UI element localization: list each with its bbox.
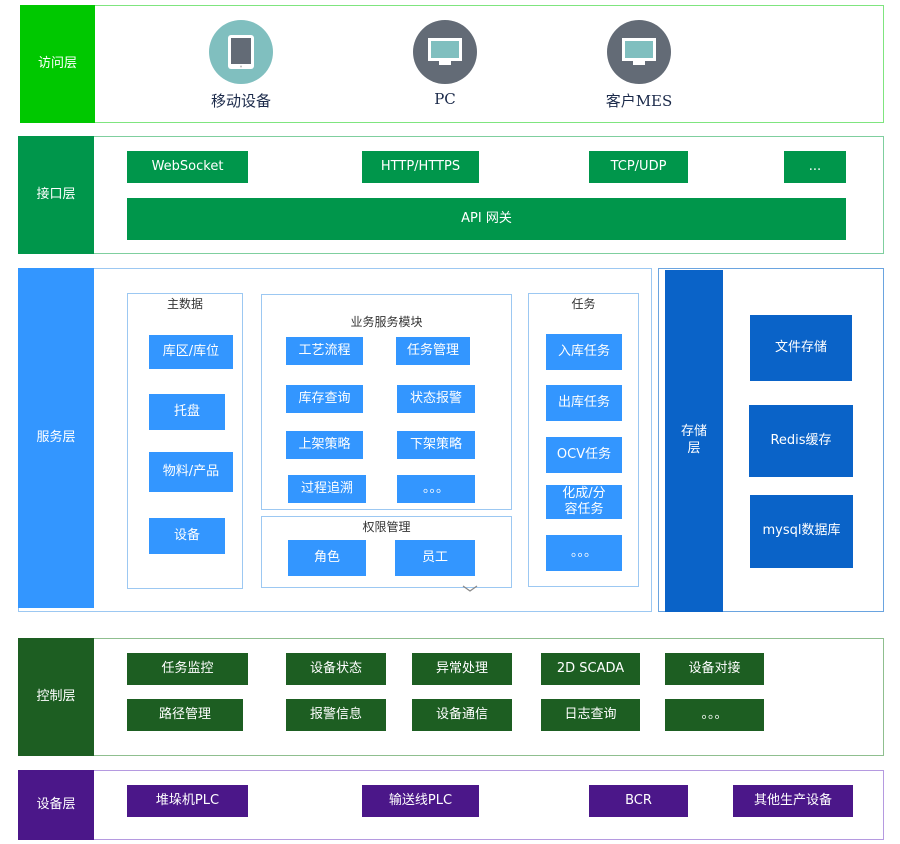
business-services-title: 业务服务模块 [350,315,423,329]
monitor-icon [607,20,671,84]
business-item: 过程追溯 [288,475,366,503]
interface-layer-label: 接口层 [18,136,94,254]
control-item: 报警信息 [286,699,386,731]
tablet-icon [209,20,273,84]
device-pc: PC [385,20,505,108]
api-gateway: API 网关 [127,198,846,240]
device-name: 移动设备 [210,92,271,110]
chevron-down-icon [462,585,478,592]
control-item: 路径管理 [127,699,243,731]
storage-layer: 存储 层 文件存储 Redis缓存 mysql数据库 [658,268,884,612]
storage-item: mysql数据库 [750,495,853,568]
tasks-group: 任务 入库任务 出库任务 OCV任务 化成/分 容任务 。。。 [528,293,639,587]
master-data-item: 库区/库位 [149,335,233,369]
interface-layer: 接口层 WebSocket HTTP/HTTPS TCP/UDP ... API… [18,136,884,254]
storage-layer-label: 存储 层 [665,270,723,612]
task-item: 入库任务 [546,334,622,370]
permission-title: 权限管理 [362,520,411,534]
task-item: 出库任务 [546,385,622,421]
device-layer-label: 设备层 [18,770,94,840]
business-item: 状态报警 [397,385,475,413]
device-layer: 设备层 堆垛机PLC 输送线PLC BCR 其他生产设备 [18,770,884,840]
storage-item: Redis缓存 [749,405,853,477]
business-item: 任务管理 [396,337,470,365]
control-item: 设备通信 [412,699,512,731]
master-data-item: 托盘 [149,394,225,430]
tasks-title: 任务 [571,297,596,311]
protocol-more: ... [784,151,846,183]
control-layer: 控制层 任务监控 设备状态 异常处理 2D SCADA 设备对接 路径管理 报警… [18,638,884,756]
master-data-item: 设备 [149,518,225,554]
control-item: 设备状态 [286,653,386,685]
service-layer-label: 服务层 [18,268,94,608]
control-item: 任务监控 [127,653,248,685]
storage-item: 文件存储 [750,315,852,381]
protocol-websocket: WebSocket [127,151,248,183]
device-name: 客户MES [605,92,673,110]
control-item: 异常处理 [412,653,512,685]
business-services-group: 业务服务模块 工艺流程 任务管理 库存查询 状态报警 上架策略 下架策略 过程追… [261,294,512,510]
task-item: OCV任务 [546,437,622,473]
service-layer: 服务层 主数据 库区/库位 托盘 物料/产品 设备 业务服务模块 工艺流程 任务… [18,268,652,612]
device-mobile: 移动设备 [181,20,301,111]
task-item-more: 。。。 [546,535,622,571]
protocol-http-https: HTTP/HTTPS [362,151,479,183]
control-layer-label: 控制层 [18,638,94,756]
control-item: 2D SCADA [541,653,640,685]
master-data-item: 物料/产品 [149,452,233,492]
business-item: 工艺流程 [286,337,363,365]
control-item: 日志查询 [541,699,640,731]
task-item: 化成/分 容任务 [546,485,622,519]
device-customer-mes: 客户MES [579,20,699,111]
permission-item: 角色 [288,540,366,576]
master-data-group: 主数据 库区/库位 托盘 物料/产品 设备 [127,293,243,589]
permission-group: 权限管理 角色 员工 [261,516,512,588]
control-item: 设备对接 [665,653,764,685]
business-item-more: 。。。 [397,475,475,503]
monitor-icon [413,20,477,84]
access-layer: 访问层 移动设备 PC 客户MES [20,5,884,123]
control-item-more: 。。。 [665,699,764,731]
device-item: 堆垛机PLC [127,785,248,817]
device-item: 输送线PLC [362,785,479,817]
master-data-title: 主数据 [166,297,203,311]
access-layer-label: 访问层 [20,5,95,123]
protocol-tcp-udp: TCP/UDP [589,151,688,183]
business-item: 上架策略 [286,431,363,459]
permission-item: 员工 [395,540,475,576]
business-item: 库存查询 [286,385,363,413]
device-item: BCR [589,785,688,817]
business-item: 下架策略 [397,431,475,459]
device-name: PC [434,90,456,108]
device-item: 其他生产设备 [733,785,853,817]
